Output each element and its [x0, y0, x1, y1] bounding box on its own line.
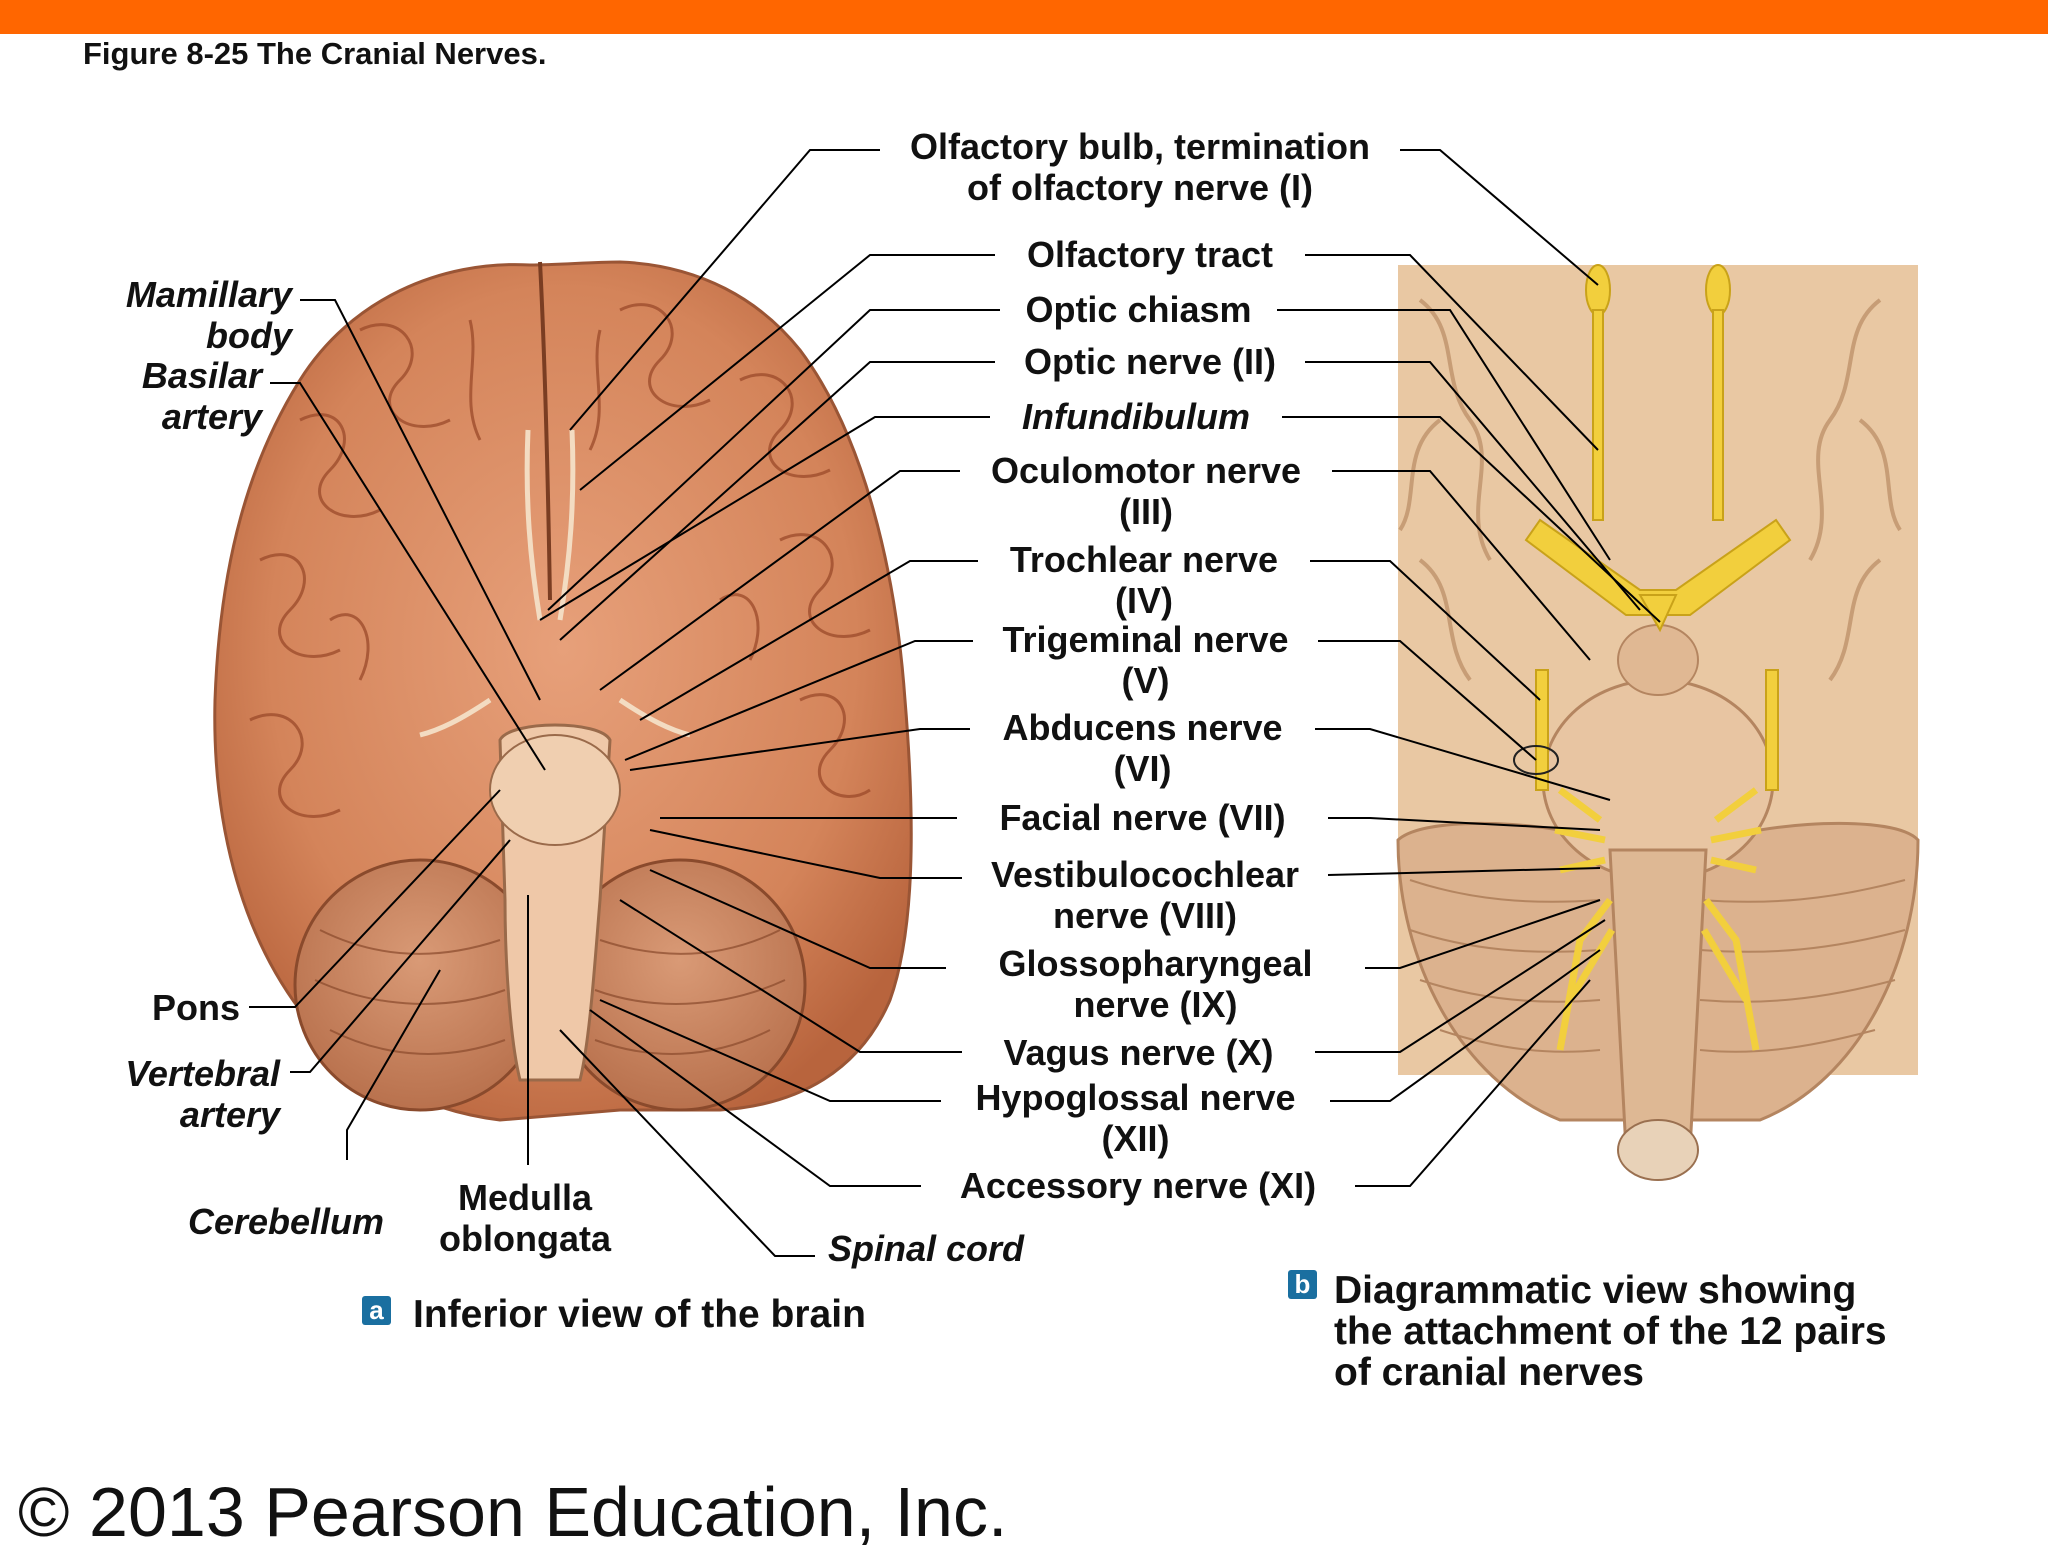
label-vestibulocochlear-nerve: Vestibulocochlear nerve (VIII) — [990, 854, 1300, 936]
panel-b-caption: Diagrammatic view showing the attachment… — [1334, 1269, 1887, 1394]
label-pons: Pons — [151, 987, 240, 1028]
label-optic-nerve: Optic nerve (II) — [1023, 341, 1277, 382]
label-spinal-cord: Spinal cord — [828, 1228, 1025, 1269]
label-mamillary-body: Mamillary body — [125, 274, 292, 356]
pons-photo — [489, 734, 621, 846]
brain-photo — [213, 260, 913, 1122]
label-oculomotor-nerve: Oculomotor nerve (III) — [990, 450, 1302, 532]
label-accessory-nerve: Accessory nerve (XI) — [959, 1165, 1317, 1206]
diagram-nerves — [1524, 264, 1792, 791]
gyri-texture — [249, 303, 871, 818]
label-infundibulum: Infundibulum — [1022, 396, 1250, 437]
label-facial-nerve: Facial nerve (VII) — [999, 797, 1286, 838]
panel-a-badge: a — [362, 1296, 391, 1325]
label-trochlear-nerve: Trochlear nerve (IV) — [1009, 539, 1279, 621]
label-olfactory-tract: Olfactory tract — [1026, 234, 1274, 275]
figure-title: Figure 8-25 The Cranial Nerves. — [83, 36, 547, 71]
label-cerebellum: Cerebellum — [187, 1201, 385, 1242]
label-abducens-nerve: Abducens nerve (VI) — [1002, 707, 1283, 789]
label-olfactory-bulb: Olfactory bulb, termination of olfactory… — [909, 126, 1371, 208]
panel-b-badge: b — [1288, 1270, 1317, 1299]
longitudinal-fissure — [538, 261, 552, 601]
label-hypoglossal-nerve: Hypoglossal nerve (XII) — [975, 1077, 1296, 1159]
label-medulla-oblongata: Medulla oblongata — [439, 1177, 611, 1259]
diagram-medulla — [1608, 848, 1708, 1152]
label-vertebral-artery: Vertebral artery — [125, 1053, 280, 1135]
label-vagus-nerve: Vagus nerve (X) — [1003, 1032, 1274, 1073]
top-accent-bar — [0, 0, 2048, 34]
label-glossopharyngeal-nerve: Glossopharyngeal nerve (IX) — [998, 943, 1313, 1025]
label-basilar-artery: Basilar artery — [141, 355, 262, 437]
label-optic-chiasm: Optic chiasm — [1025, 289, 1252, 330]
copyright-notice: © 2013 Pearson Education, Inc. — [18, 1473, 1008, 1551]
leader-lines — [249, 149, 1661, 1257]
panel-a-caption: Inferior view of the brain — [413, 1293, 866, 1336]
label-trigeminal-nerve: Trigeminal nerve (V) — [1002, 619, 1289, 701]
brain-diagram — [1396, 264, 1920, 1181]
